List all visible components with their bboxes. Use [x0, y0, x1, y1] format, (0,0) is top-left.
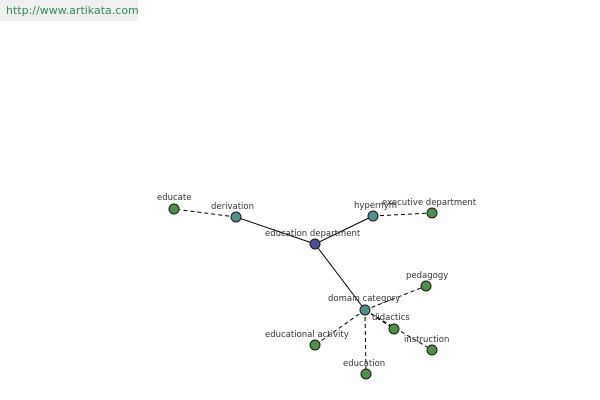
- graph-nodes: [168, 203, 438, 380]
- node-educate[interactable]: [168, 203, 180, 215]
- node-label-derivation: derivation: [211, 202, 254, 212]
- node-label-educate: educate: [157, 193, 191, 203]
- node-education[interactable]: [360, 368, 372, 380]
- edge-center-derivation: [235, 216, 316, 245]
- node-label-instruction: instruction: [404, 335, 449, 345]
- edge-derivation-educate: [173, 208, 237, 218]
- node-label-exec: executive department: [382, 198, 477, 208]
- node-edactivity[interactable]: [309, 339, 321, 351]
- node-label-center: education department: [265, 229, 361, 239]
- node-label-education: education: [343, 359, 385, 369]
- node-instruction[interactable]: [426, 344, 438, 356]
- node-label-edactivity: educational activity: [265, 330, 349, 340]
- edge-center-domain: [314, 243, 366, 311]
- node-label-didactics: didactics: [372, 313, 410, 323]
- edge-center-hypernym: [314, 215, 374, 245]
- node-domain[interactable]: [359, 304, 371, 316]
- edge-domain-education: [364, 309, 367, 375]
- node-center[interactable]: [309, 238, 321, 250]
- edge-domain-edactivity: [314, 309, 366, 346]
- edge-domain-didactics: [364, 309, 395, 330]
- node-exec[interactable]: [426, 207, 438, 219]
- edge-domain-pedagogy: [364, 285, 427, 311]
- graph-edges: [173, 208, 433, 375]
- graph-labels: education department derivation hypernym do…: [157, 193, 477, 369]
- node-pedagogy[interactable]: [420, 280, 432, 292]
- node-didactics[interactable]: [388, 323, 400, 335]
- node-hypernym[interactable]: [367, 210, 379, 222]
- edge-hypernym-exec: [372, 212, 433, 217]
- node-label-hypernym: hypernym: [354, 201, 397, 211]
- node-label-domain: domain category: [328, 294, 400, 304]
- edge-domain-instruction: [364, 309, 433, 351]
- watermark-url: http://www.artikata.com: [0, 0, 139, 21]
- node-label-pedagogy: pedagogy: [406, 271, 448, 281]
- node-derivation[interactable]: [230, 211, 242, 223]
